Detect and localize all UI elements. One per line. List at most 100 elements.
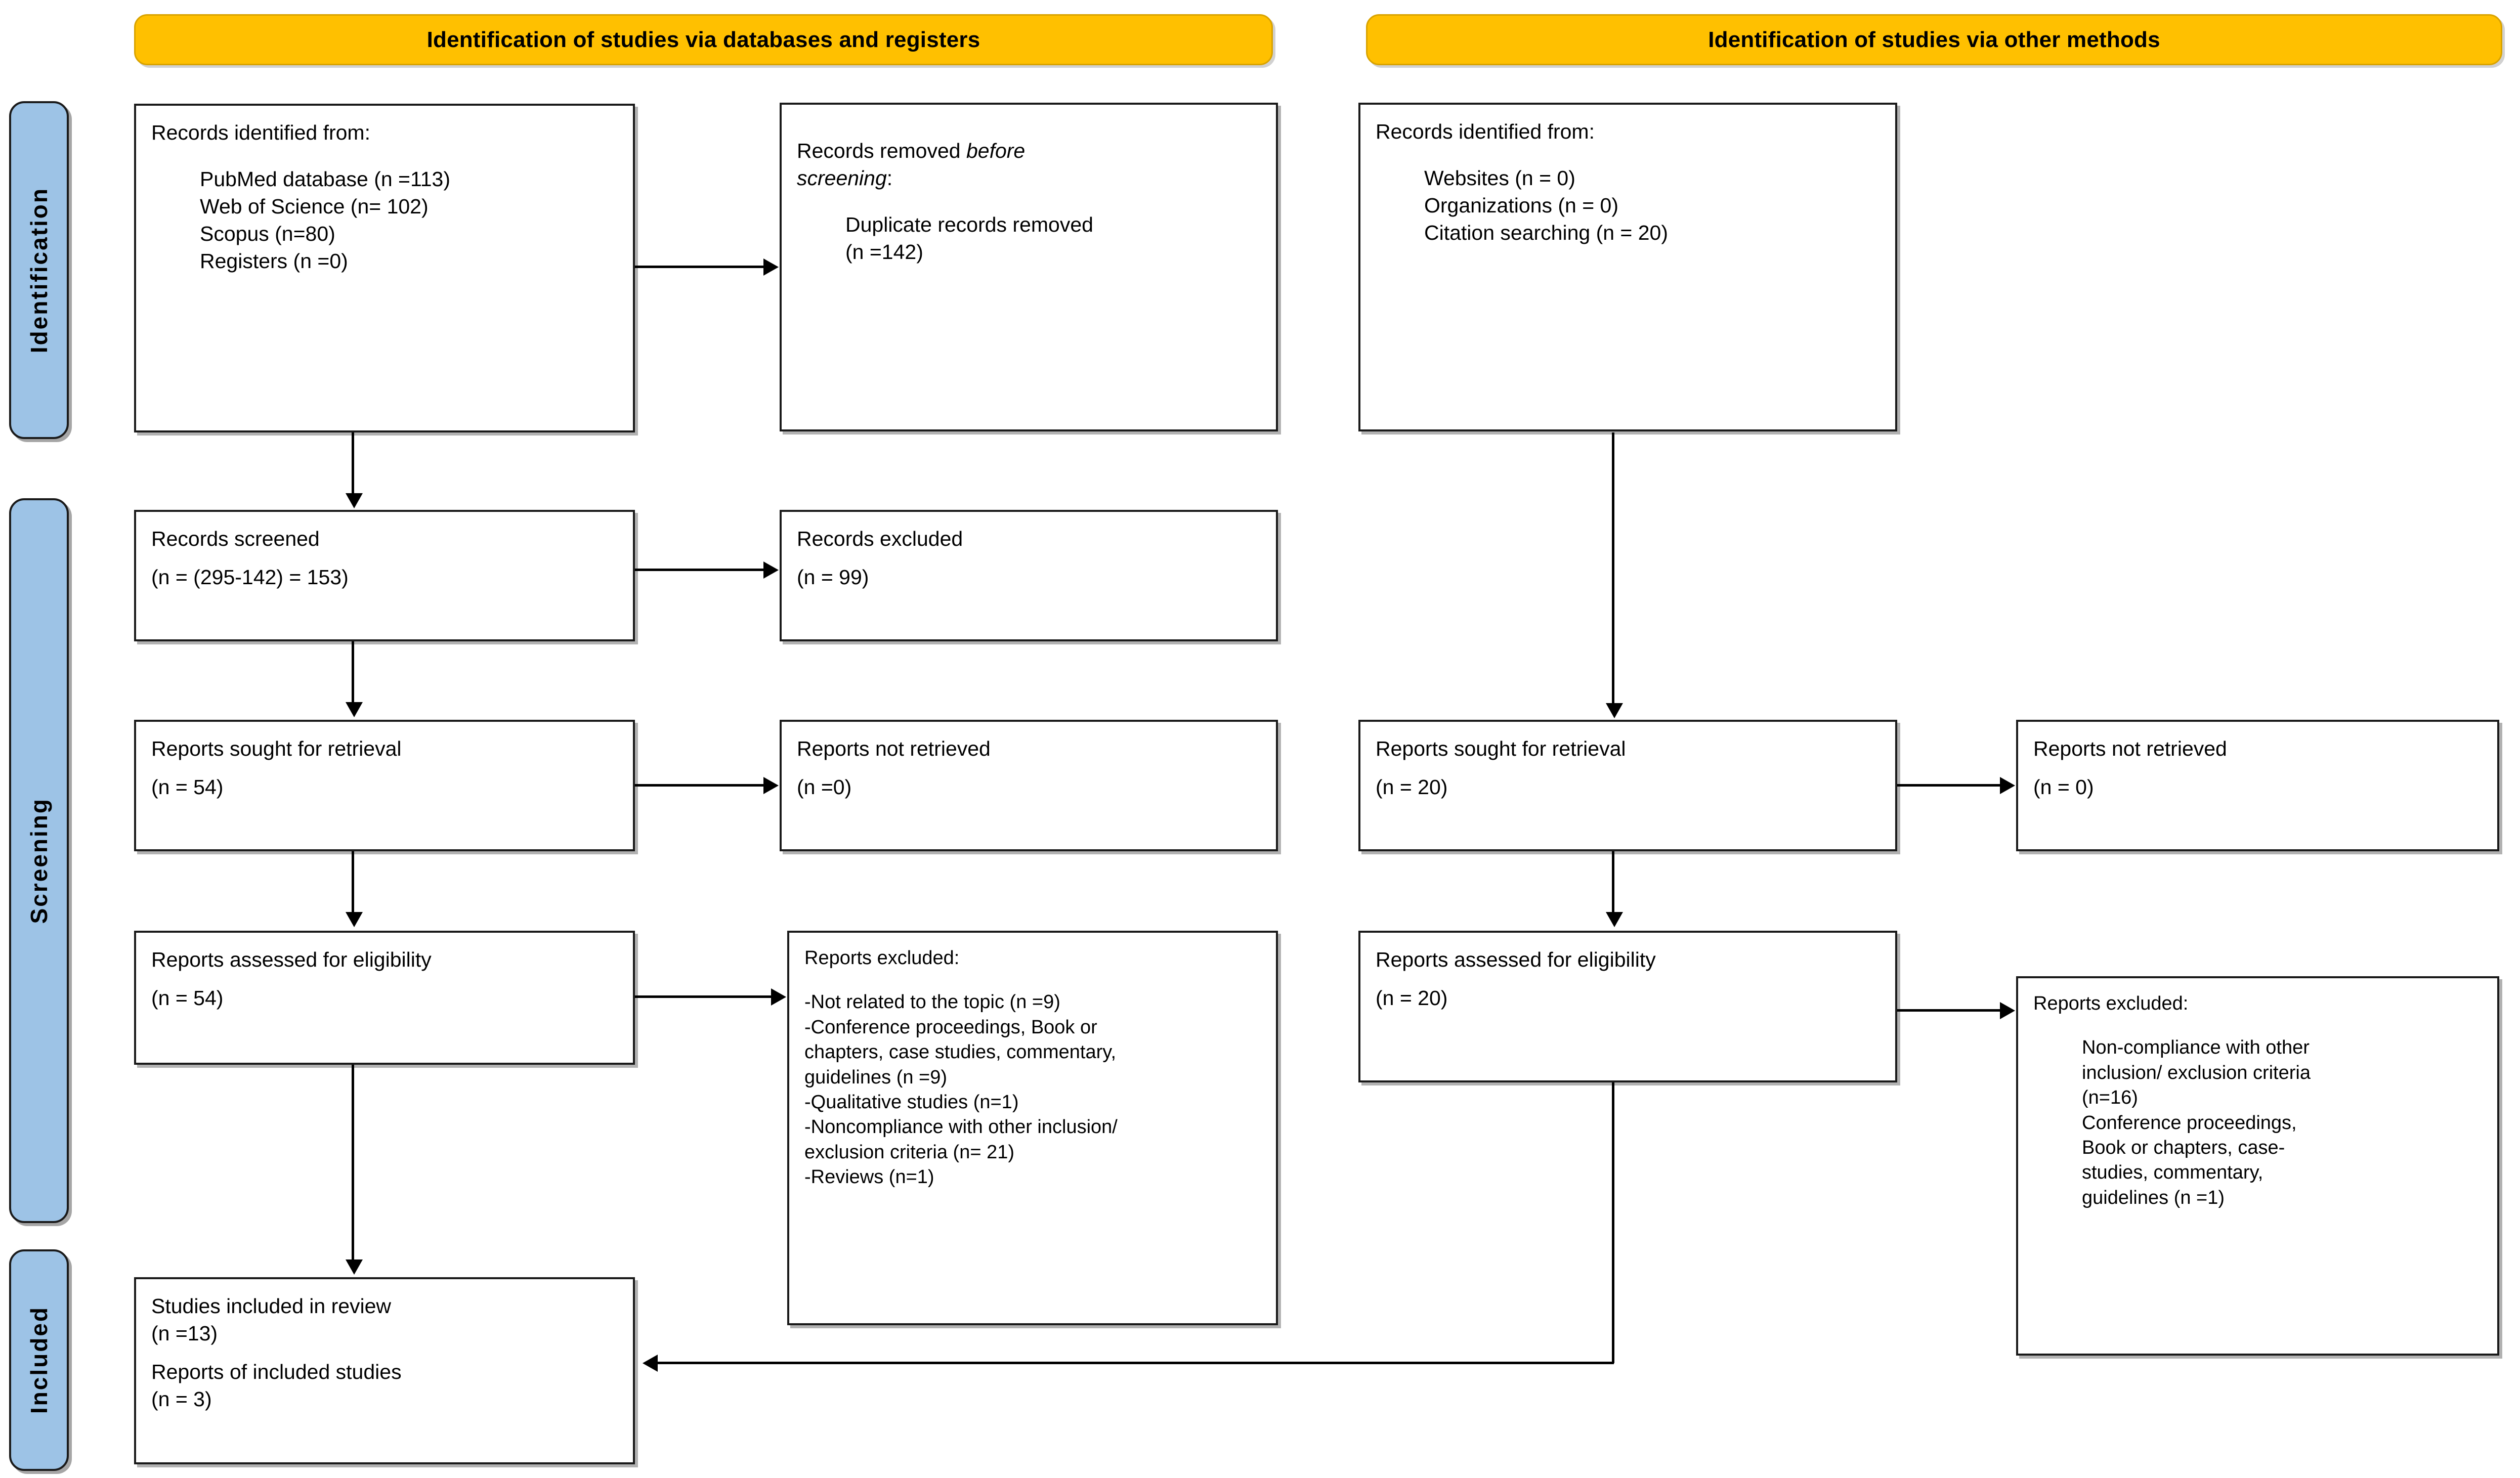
records-excluded-line1: Records excluded	[797, 527, 963, 550]
spacer	[151, 552, 618, 563]
reports-sought-left-line1: Reports sought for retrieval	[151, 737, 402, 760]
box-reports-not-retrieved-right: Reports not retrieved (n = 0)	[2016, 720, 2499, 851]
stage-tab-included-label: Included	[26, 1306, 52, 1414]
reports-excluded-left-item-1: -Conference proceedings, Book or	[804, 1016, 1097, 1038]
reports-excluded-left-item-2: chapters, case studies, commentary,	[804, 1041, 1116, 1063]
records-removed-item-0: Duplicate records removed	[845, 213, 1093, 237]
connector-screened-to-sought	[352, 641, 354, 707]
connector-assessed-to-excluded-right	[1897, 1009, 2001, 1012]
box-records-removed-before-screening: Records removed before screening: Duplic…	[780, 103, 1278, 431]
box-reports-not-retrieved-left: Reports not retrieved (n =0)	[780, 720, 1278, 851]
box-reports-excluded-right: Reports excluded: Non-compliance with ot…	[2016, 976, 2499, 1356]
records-removed-title-b: before	[966, 139, 1026, 162]
records-identified-other-item-0: Websites (n = 0)	[1424, 166, 1575, 190]
box-reports-assessed-left: Reports assessed for eligibility (n = 54…	[134, 931, 635, 1065]
box-reports-assessed-right: Reports assessed for eligibility (n = 20…	[1358, 931, 1897, 1082]
spacer	[2033, 1016, 2482, 1035]
spacer	[2033, 762, 2482, 773]
spacer	[151, 973, 618, 984]
reports-sought-right-line2: (n = 20)	[1376, 775, 1448, 799]
box-records-screened: Records screened (n = (295-142) = 153)	[134, 510, 635, 641]
phase-header-databases: Identification of studies via databases …	[134, 14, 1273, 65]
records-removed-title-a: Records removed	[797, 139, 966, 162]
reports-excluded-right-item-4: Book or chapters, case-	[2082, 1137, 2285, 1158]
records-identified-item-0: PubMed database (n =113)	[200, 167, 451, 191]
spacer	[1376, 762, 1880, 773]
phase-header-other-methods: Identification of studies via other meth…	[1366, 14, 2502, 65]
spacer	[797, 118, 1261, 137]
spacer	[1376, 973, 1880, 984]
reports-excluded-left-item-4: -Qualitative studies (n=1)	[804, 1091, 1019, 1113]
studies-included-line1: Studies included in review	[151, 1294, 392, 1318]
records-identified-other-item-2: Citation searching (n = 20)	[1424, 221, 1669, 245]
spacer	[797, 192, 1261, 211]
reports-excluded-right-title: Reports excluded:	[2033, 993, 2189, 1014]
reports-excluded-left-item-5: -Noncompliance with other inclusion/	[804, 1116, 1118, 1138]
box-records-excluded: Records excluded (n = 99)	[780, 510, 1278, 641]
box-reports-sought-left: Reports sought for retrieval (n = 54)	[134, 720, 635, 851]
reports-assessed-right-line1: Reports assessed for eligibility	[1376, 948, 1656, 971]
studies-included-line4: (n = 3)	[151, 1387, 212, 1411]
records-removed-title: Records removed before	[797, 137, 1261, 164]
stage-tab-screening-label: Screening	[26, 797, 52, 924]
studies-included-line3: Reports of included studies	[151, 1360, 402, 1384]
box-studies-included: Studies included in review (n =13) Repor…	[134, 1277, 635, 1464]
connector-assessed-to-included	[352, 1065, 354, 1265]
reports-excluded-left-title: Reports excluded:	[804, 947, 960, 969]
box-records-identified-databases: Records identified from: PubMed database…	[134, 104, 635, 432]
phase-header-databases-label: Identification of studies via databases …	[426, 27, 980, 52]
records-excluded-line2: (n = 99)	[797, 566, 869, 589]
spacer	[797, 762, 1261, 773]
connector-identified-to-removed	[635, 266, 764, 268]
connector-sought-to-assessed-left	[352, 851, 354, 917]
studies-included-line2: (n =13)	[151, 1322, 218, 1345]
reports-excluded-right-item-5: studies, commentary,	[2082, 1162, 2263, 1184]
stage-tab-screening: Screening	[9, 498, 69, 1223]
arrow-sought-to-not-retrieved-left	[763, 777, 779, 794]
phase-header-other-methods-label: Identification of studies via other meth…	[1708, 27, 2160, 52]
reports-excluded-left-item-6: exclusion criteria (n= 21)	[804, 1141, 1015, 1163]
spacer	[804, 971, 1261, 990]
connector-assessed-to-excluded-left	[635, 995, 772, 998]
arrow-assessed-to-excluded-right	[2000, 1002, 2015, 1019]
connector-other-identified-to-sought	[1612, 432, 1614, 708]
reports-excluded-left-item-7: -Reviews (n=1)	[804, 1166, 934, 1188]
arrow-sought-to-assessed-right	[1606, 912, 1623, 927]
records-removed-title-d: :	[886, 166, 893, 190]
reports-assessed-left-line2: (n = 54)	[151, 986, 224, 1010]
connector-right-assessed-down	[1612, 1082, 1614, 1363]
records-screened-line2: (n = (295-142) = 153)	[151, 566, 349, 589]
box-records-identified-other: Records identified from: Websites (n = 0…	[1358, 103, 1897, 431]
arrow-sought-to-not-retrieved-right	[2000, 777, 2015, 794]
reports-not-retrieved-right-line2: (n = 0)	[2033, 775, 2094, 799]
records-identified-item-2: Scopus (n=80)	[200, 222, 335, 246]
reports-not-retrieved-right-line1: Reports not retrieved	[2033, 737, 2227, 760]
records-identified-item-3: Registers (n =0)	[200, 249, 348, 273]
connector-sought-to-assessed-right	[1612, 851, 1614, 917]
stage-tab-identification: Identification	[9, 101, 69, 439]
reports-excluded-left-item-0: -Not related to the topic (n =9)	[804, 991, 1060, 1013]
spacer	[151, 146, 618, 165]
records-identified-other-item-1: Organizations (n = 0)	[1424, 194, 1618, 218]
arrow-sought-to-assessed-left	[346, 912, 363, 927]
box-reports-excluded-left: Reports excluded: -Not related to the to…	[787, 931, 1278, 1325]
arrow-screened-to-sought	[346, 702, 363, 717]
connector-sought-to-not-retrieved-left	[635, 784, 764, 787]
spacer	[1376, 145, 1880, 164]
reports-excluded-right-item-6: guidelines (n =1)	[2082, 1187, 2225, 1208]
records-identified-item-1: Web of Science (n= 102)	[200, 195, 429, 219]
arrow-assessed-to-excluded-left	[771, 988, 786, 1006]
records-removed-title-line2: screening:	[797, 164, 1261, 192]
reports-not-retrieved-left-line1: Reports not retrieved	[797, 737, 991, 760]
spacer	[797, 552, 1261, 563]
connector-right-assessed-to-included	[658, 1362, 1614, 1364]
arrow-right-assessed-to-included	[643, 1355, 658, 1372]
spacer	[151, 762, 618, 773]
spacer	[151, 1347, 618, 1358]
records-removed-title-c: screening	[797, 166, 887, 190]
records-screened-line1: Records screened	[151, 527, 320, 550]
arrow-identified-to-removed	[763, 258, 779, 276]
reports-excluded-right-item-3: Conference proceedings,	[2082, 1112, 2297, 1134]
reports-assessed-left-line1: Reports assessed for eligibility	[151, 948, 432, 971]
